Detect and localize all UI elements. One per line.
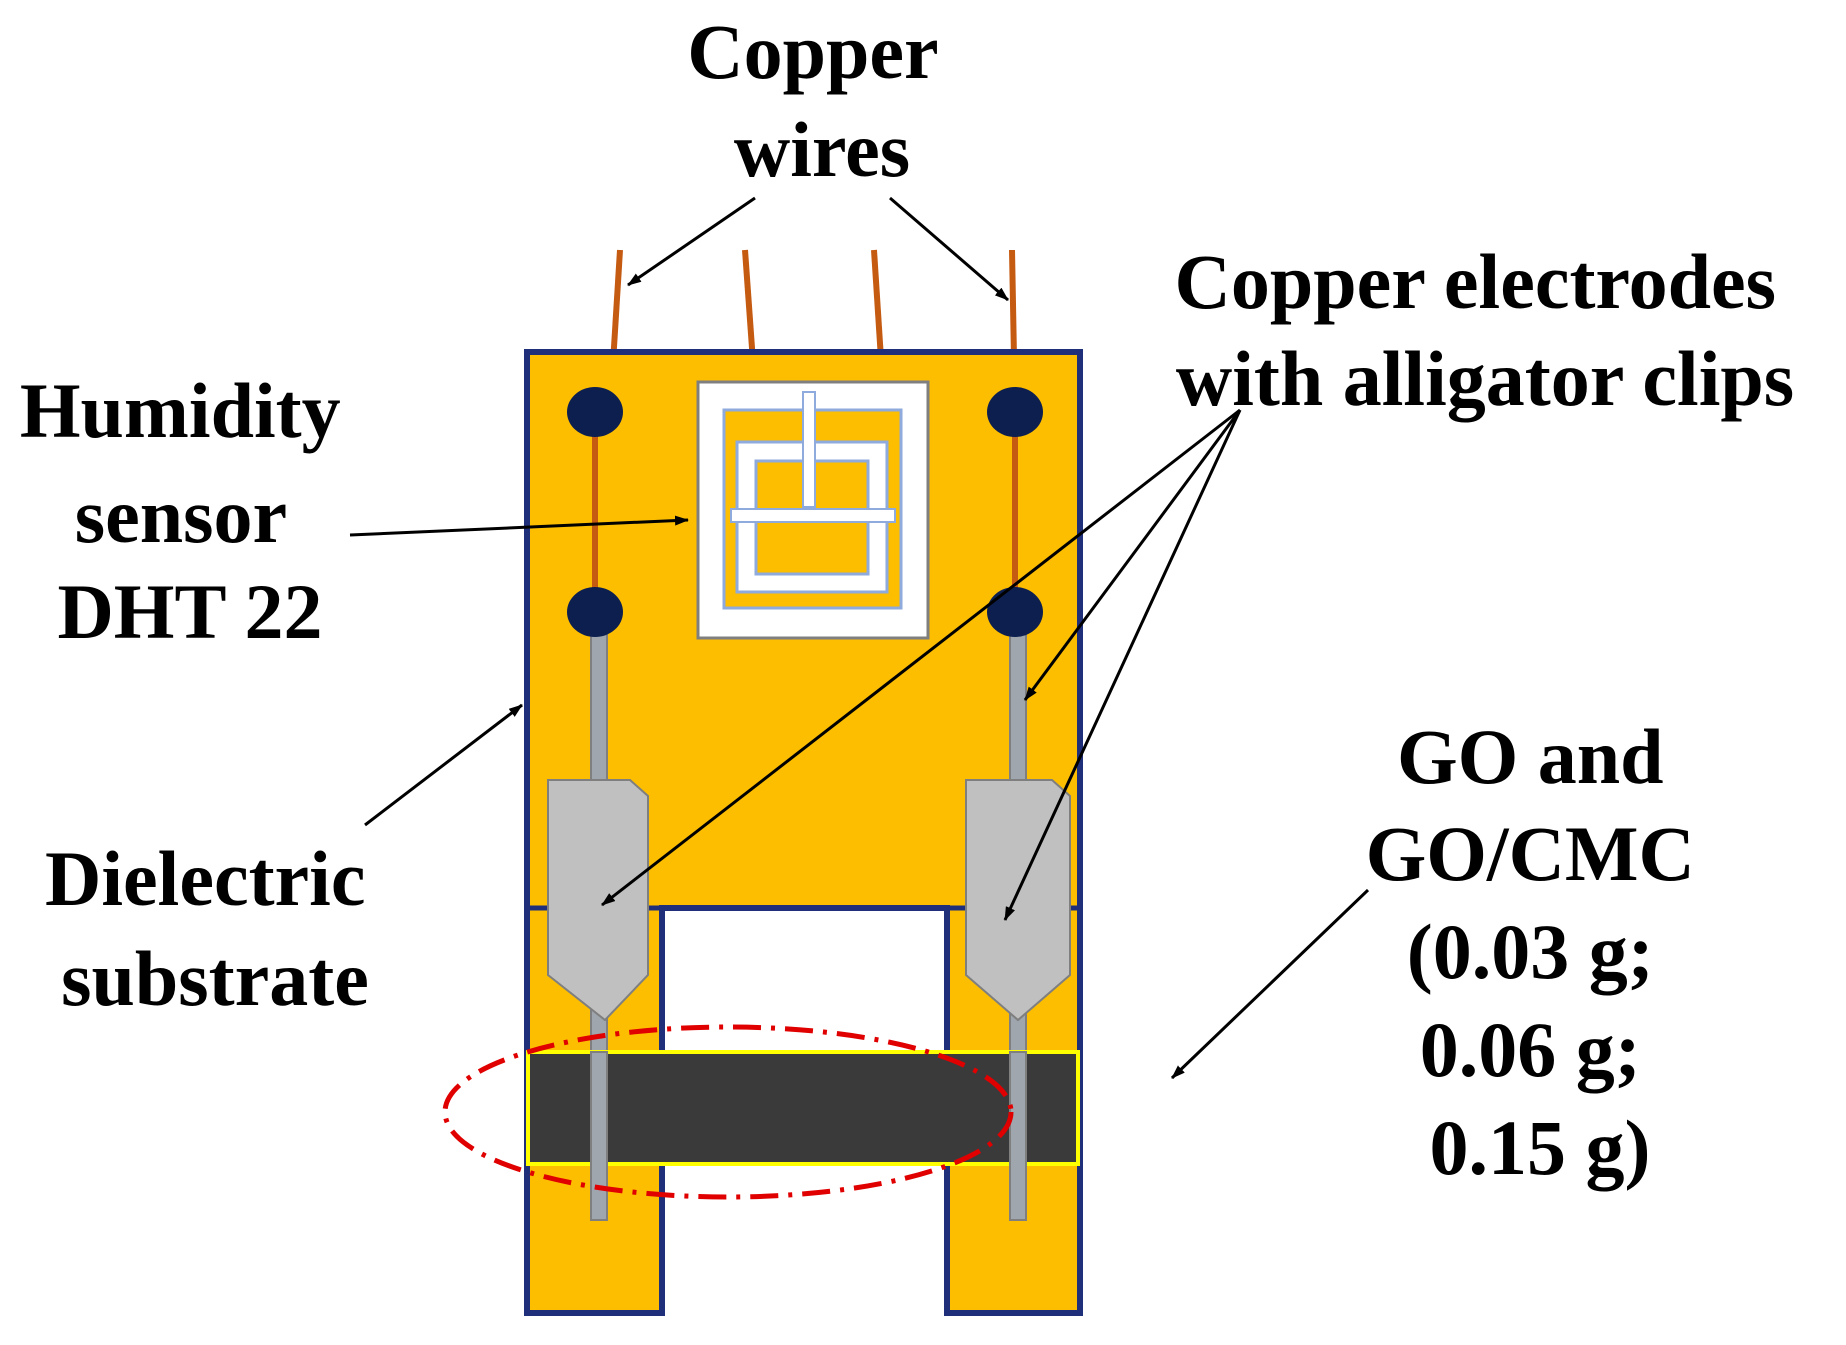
film-highlight-ellipse — [442, 1024, 1014, 1200]
arrow-humidity-sensor — [349, 515, 689, 537]
solder-dot-top-left — [567, 387, 623, 437]
label-copper-electrodes: Copper electrodes with alligator clips — [1175, 238, 1796, 422]
arrow-electrode-1 — [601, 408, 1241, 907]
arrow-copper-wire-right — [889, 196, 1009, 302]
arrow-copper-wire-left — [627, 196, 756, 287]
solder-dot-bottom-left — [567, 587, 623, 637]
arrow-dielectric-substrate — [364, 703, 523, 827]
solder-dots — [567, 387, 1043, 637]
solder-dot-bottom-right — [987, 587, 1043, 637]
alligator-clips — [547, 779, 1071, 1022]
arrow-electrode-2 — [1023, 409, 1242, 701]
arrow-go-cmc — [1170, 888, 1370, 1080]
label-go-cmc: GO and GO/CMC (0.03 g; 0.06 g; 0.15 g) — [1366, 713, 1715, 1191]
alligator-clip-right — [965, 779, 1071, 1022]
solder-dot-top-right — [987, 387, 1043, 437]
humidity-sensor-dht22 — [696, 380, 930, 640]
label-copper-wires: Copper wires — [687, 8, 956, 193]
go-cmc-film — [526, 1050, 1080, 1166]
callout-arrows — [349, 196, 1370, 1080]
label-dielectric-substrate: Dielectric substrate — [45, 835, 385, 1022]
alligator-clip-left — [547, 779, 649, 1022]
label-humidity-sensor: Humidity sensor DHT 22 — [20, 367, 360, 655]
arrow-electrode-3 — [1003, 409, 1242, 921]
